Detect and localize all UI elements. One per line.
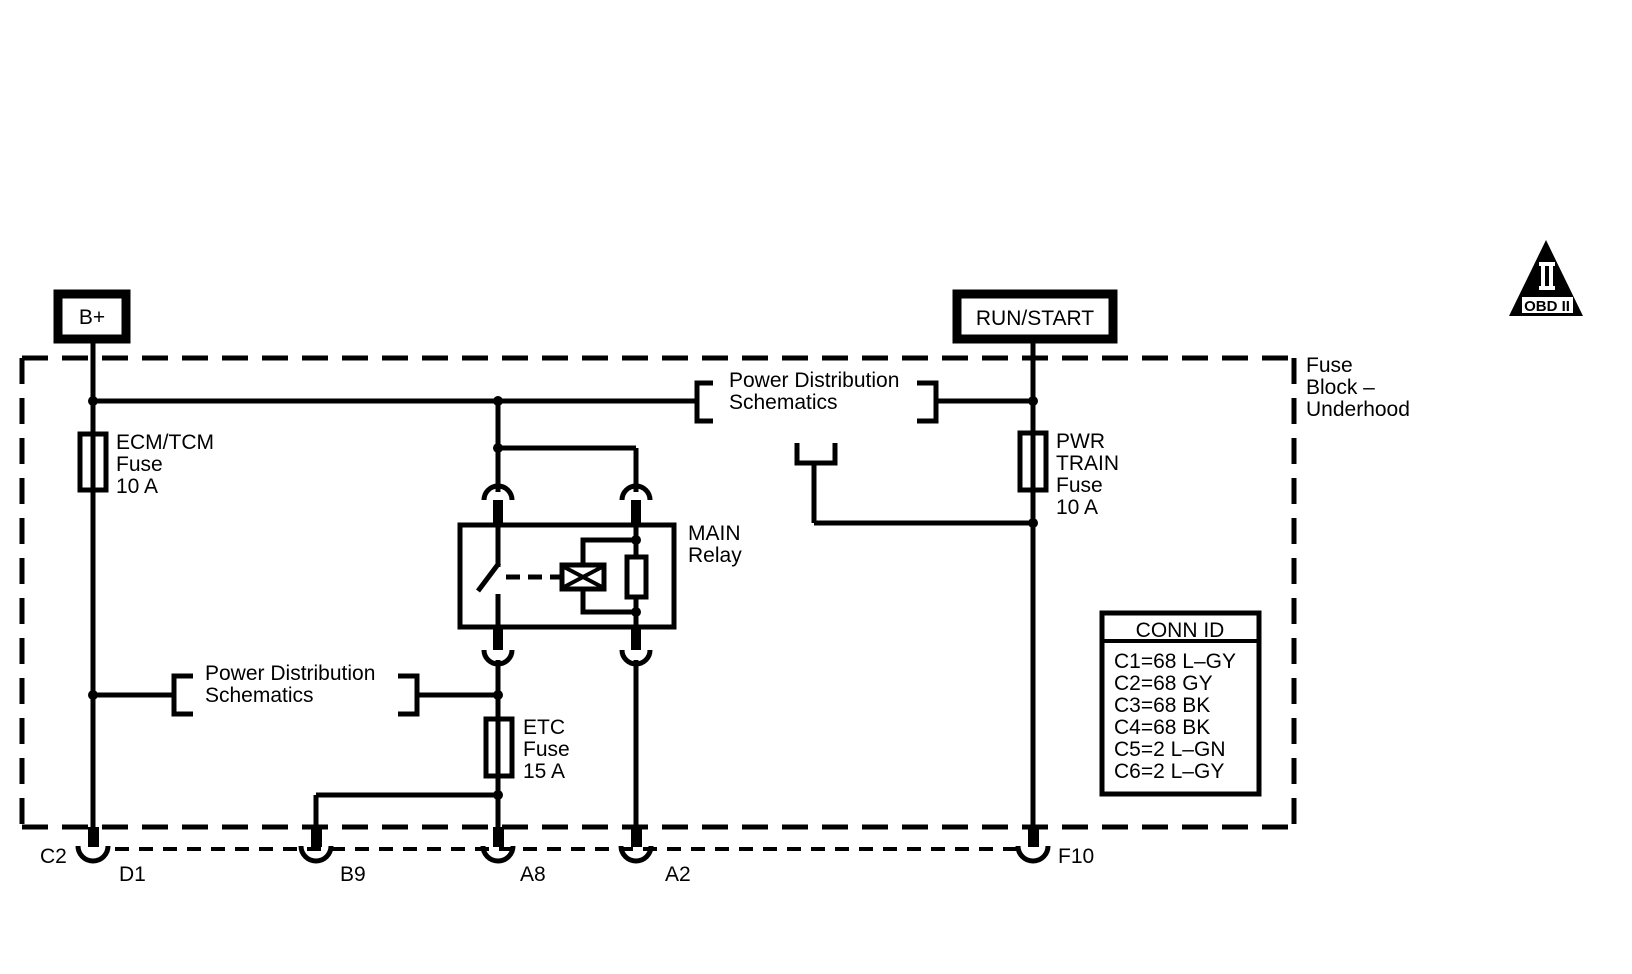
pin-label-f10: F10 (1058, 845, 1094, 868)
relay-connectors (481, 483, 653, 667)
obd-ii-text: OBD II (1524, 298, 1570, 315)
connector-pin-f10 (1015, 827, 1051, 864)
pin-label-d1: D1 (119, 863, 146, 886)
obd-ii-triangle-icon: OBD II (1509, 240, 1583, 316)
relay-coil-icon (559, 562, 607, 592)
svg-text:B+: B+ (79, 306, 105, 329)
pwr-train-fuse: PWR TRAIN Fuse 10 A (1017, 430, 1125, 519)
svg-text:Power Distribution Schem: Power Distribution Schematics (729, 369, 905, 414)
connector-pin-b9 (298, 827, 334, 864)
pwr-train-ref-bracket (794, 443, 838, 466)
ecm-tcm-fuse: ECM/TCM Fuse 10 A (77, 431, 220, 498)
etc-fuse-label: ETC Fuse 15 A (523, 716, 576, 783)
etc-fuse: ETC Fuse 15 A (483, 716, 576, 783)
connector-label-c2: C2 (40, 845, 67, 868)
pin-label-a8: A8 (520, 863, 546, 886)
ecm-tcm-fuse-label: ECM/TCM Fuse 10 A (116, 431, 220, 498)
run-start-source: RUN/START (952, 289, 1118, 344)
pin-label-a2: A2 (665, 863, 691, 886)
wires (90, 340, 1036, 832)
svg-text:Power Distribution Schem: Power Distribution Schematics (205, 662, 381, 707)
power-distribution-ref-lower: Power Distribution Schematics (171, 662, 420, 717)
main-relay (457, 522, 677, 630)
svg-text:RUN/START: RUN/START (976, 307, 1094, 330)
connector-pin-a2 (618, 827, 654, 864)
relay-resistor-icon (624, 554, 649, 600)
main-relay-label: MAIN Relay (688, 522, 746, 567)
connector-pin-d1 (75, 827, 111, 864)
relay-pins (493, 500, 641, 650)
conn-id-title: CONN ID (1136, 619, 1225, 642)
pin-label-b9: B9 (340, 863, 366, 886)
conn-id-table: CONN ID C1=68 L–GY C2=68 GY C3=68 BK C4=… (1099, 610, 1262, 797)
relay-switch-contact (476, 561, 501, 593)
fuse-block-boundary (19, 355, 1297, 830)
fuse-block-label: Fuse Block – Underhood (1306, 354, 1410, 421)
b-plus-source: B+ (53, 289, 131, 344)
power-distribution-ref-upper: Power Distribution Schematics (694, 369, 939, 424)
harness-connectors (75, 827, 1051, 864)
pwr-train-fuse-label: PWR TRAIN Fuse 10 A (1056, 430, 1125, 519)
connector-pin-a8 (480, 827, 516, 864)
conn-id-rows: C1=68 L–GY C2=68 GY C3=68 BK C4=68 BK C5… (1114, 650, 1241, 783)
